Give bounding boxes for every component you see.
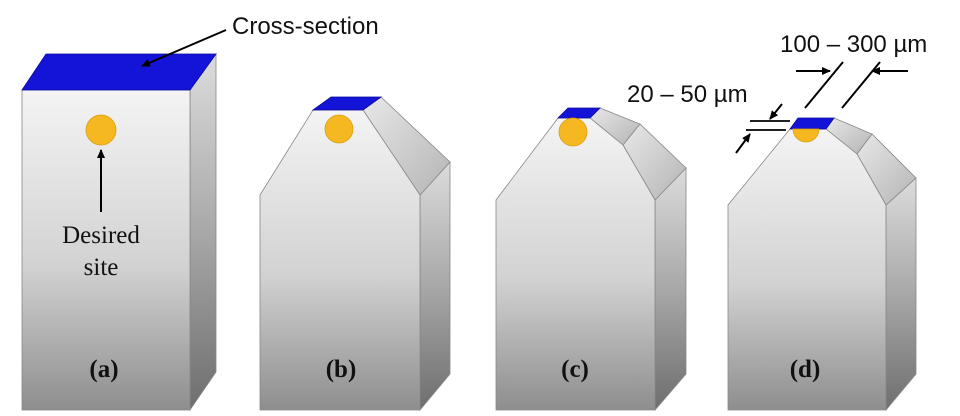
cross-section-d	[789, 117, 835, 130]
block-d-side-face	[885, 177, 917, 412]
panel-d: (d)	[727, 117, 917, 412]
panel-a: Desired site (a)	[21, 52, 217, 412]
panel-c: (c)	[495, 107, 687, 412]
desired-site-dot	[85, 114, 117, 146]
panel-label-b: (b)	[326, 356, 357, 383]
cross-section-a	[21, 53, 217, 91]
desired-site-dot	[324, 114, 354, 144]
thickness-arrow-bottom	[735, 133, 751, 154]
cross-section-b	[311, 96, 383, 111]
panel-label-a: (a)	[89, 356, 118, 383]
cross-section-c	[557, 107, 601, 119]
panel-label-c: (c)	[561, 356, 589, 383]
desired-site-dot	[558, 117, 588, 147]
thickness-arrow-top	[769, 103, 783, 120]
panel-b: (b)	[259, 96, 451, 412]
desired-site-dot	[792, 128, 820, 143]
tip-width-dimension-label: 100 – 300 µm	[780, 31, 927, 58]
block-b-side-face	[419, 160, 451, 412]
tip-width-extension-left	[804, 61, 844, 109]
cross-section-arrow	[141, 29, 227, 67]
tip-width-extension-right	[841, 61, 881, 109]
block-c-side-face	[654, 167, 687, 412]
desired-site-label-line2: site	[84, 254, 119, 281]
block-a-side-face	[189, 52, 217, 412]
cross-section-label: Cross-section	[232, 13, 379, 40]
thickness-dimension-label: 20 – 50 µm	[627, 81, 748, 108]
desired-site-label-line1: Desired	[62, 222, 140, 249]
panel-label-d: (d)	[790, 356, 821, 383]
